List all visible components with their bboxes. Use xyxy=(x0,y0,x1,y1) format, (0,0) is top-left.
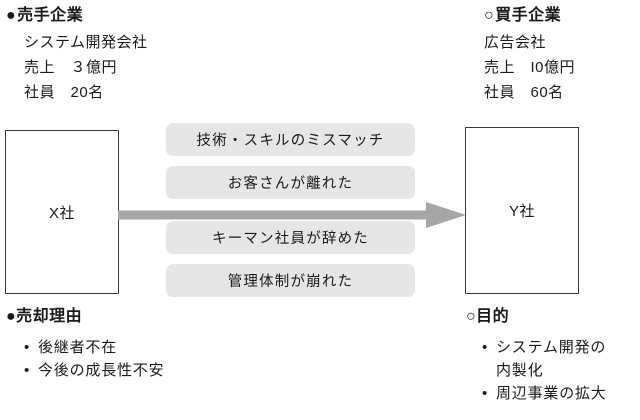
bullet-icon: • xyxy=(24,339,31,356)
reason-pill: 技術・スキルのミスマッチ xyxy=(166,123,415,156)
hollow-circle-marker-icon: ○ xyxy=(466,308,477,325)
buyer-company-box-label: Y社 xyxy=(508,203,535,220)
reason-pill-label: キーマン社員が辞めた xyxy=(212,231,369,247)
buyer-line-employees: 社員 60名 xyxy=(484,84,564,101)
sell-reason-heading: ●売却理由 xyxy=(6,307,82,327)
list-item: • 後継者不在 xyxy=(24,336,164,359)
reason-pill: 管理体制が崩れた xyxy=(166,264,415,297)
bullet-icon: • xyxy=(482,339,489,356)
seller-company-box: X社 xyxy=(5,130,119,294)
purpose-list: • システム開発の 内製化 • 周辺事業の拡大 xyxy=(482,336,607,405)
list-item: • 今後の成長性不安 xyxy=(24,359,164,382)
transfer-arrow-icon xyxy=(118,202,466,228)
reason-pill-label: お客さんが離れた xyxy=(227,176,354,192)
list-item: • 周辺事業の拡大 xyxy=(482,382,607,405)
sell-reason-list: • 後継者不在 • 今後の成長性不安 xyxy=(24,336,164,382)
list-item-label-continued: 内製化 xyxy=(496,362,544,379)
purpose-heading: ○目的 xyxy=(466,307,509,327)
seller-line-company: システム開発会社 xyxy=(24,34,148,51)
list-item: • システム開発の 内製化 xyxy=(482,336,607,382)
list-item-label: システム開発の xyxy=(496,339,607,356)
seller-line-employees: 社員 20名 xyxy=(24,84,104,101)
seller-heading-label: 売手企業 xyxy=(17,7,84,24)
reason-pill: お客さんが離れた xyxy=(166,166,415,199)
bullet-icon: • xyxy=(24,362,31,379)
hollow-circle-marker-icon: ○ xyxy=(484,7,495,24)
bullet-icon: • xyxy=(482,385,489,402)
buyer-heading: ○買手企業 xyxy=(484,6,561,26)
buyer-line-revenue: 売上 I0億円 xyxy=(484,59,576,76)
seller-heading: ●売手企業 xyxy=(6,6,83,26)
sell-reason-heading-label: 売却理由 xyxy=(16,308,83,325)
buyer-company-box: Y社 xyxy=(465,127,579,294)
filled-circle-marker-icon: ● xyxy=(6,308,17,325)
list-item-label: 後継者不在 xyxy=(38,339,118,356)
seller-line-revenue: 売上 ３億円 xyxy=(24,59,118,76)
buyer-heading-label: 買手企業 xyxy=(495,7,562,24)
filled-circle-marker-icon: ● xyxy=(6,7,17,24)
buyer-line-company: 広告会社 xyxy=(484,34,547,51)
purpose-heading-label: 目的 xyxy=(476,308,510,325)
seller-company-box-label: X社 xyxy=(48,204,75,222)
list-item-label: 周辺事業の拡大 xyxy=(496,385,607,402)
reason-pill: キーマン社員が辞めた xyxy=(166,221,415,254)
reason-pill-label: 技術・スキルのミスマッチ xyxy=(196,133,385,149)
reason-pill-label: 管理体制が崩れた xyxy=(227,274,354,290)
list-item-label: 今後の成長性不安 xyxy=(38,362,165,379)
